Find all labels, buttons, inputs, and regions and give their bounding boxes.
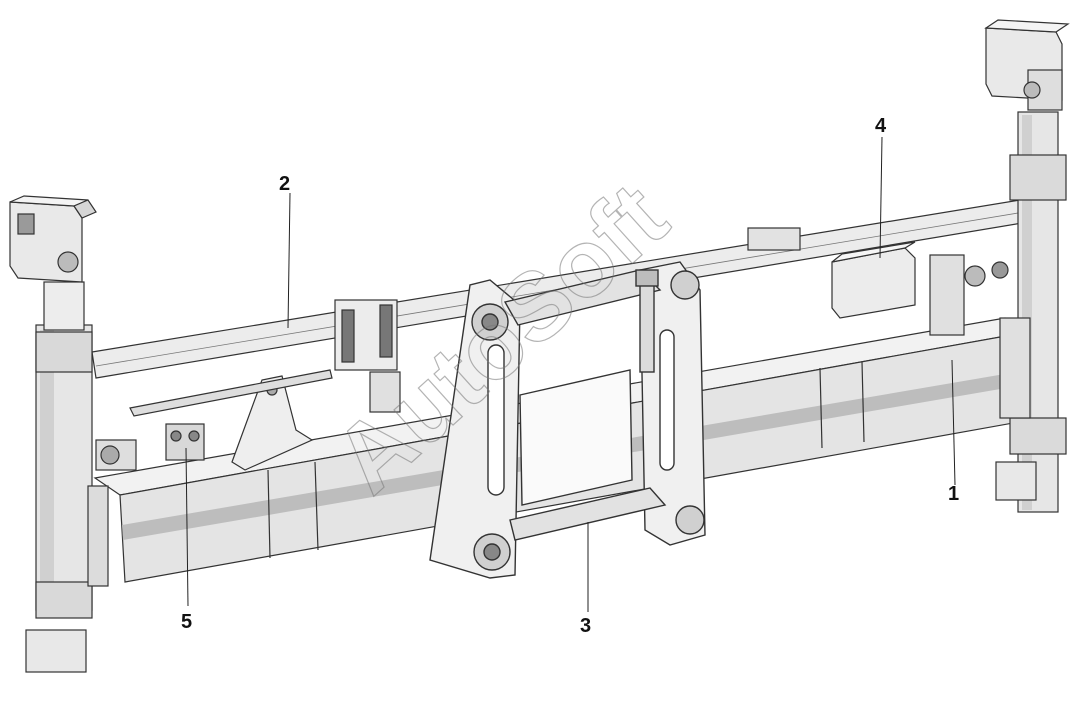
callout-3: 3 [580,615,591,637]
swing-bracket [129,369,333,471]
callout-2: 2 [279,173,290,195]
leader-line-4 [879,136,883,259]
leader-line-2 [287,192,291,329]
callout-1: 1 [948,483,959,505]
right-motor-housing [984,19,1070,111]
right-column [995,111,1067,513]
callout-5: 5 [181,611,192,633]
valve-block [334,299,401,413]
callouts: 1 2 3 4 5 [181,115,959,637]
leader-line-1 [951,359,956,486]
left-clamp-unit [95,423,205,471]
central-carriage [429,261,706,579]
callout-4: 4 [875,115,887,137]
right-sensor-box [747,227,1009,336]
left-motor-housing [9,195,97,283]
leader-line-5 [185,447,189,607]
leader-lines [185,136,956,612]
left-column [25,281,109,673]
